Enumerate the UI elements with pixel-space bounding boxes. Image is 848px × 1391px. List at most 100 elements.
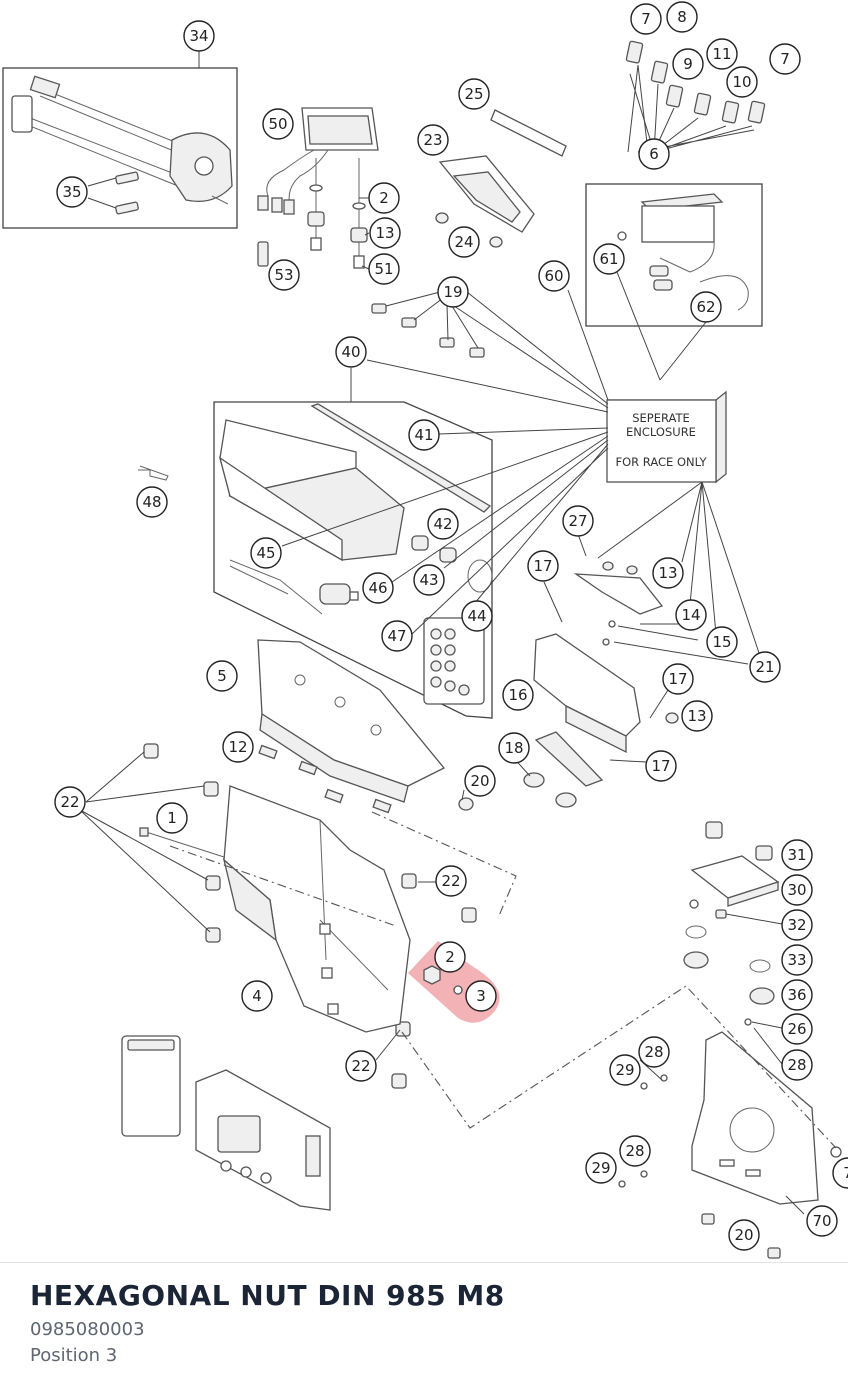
callout-11[interactable]: 11	[706, 38, 738, 70]
callout-5-label: 5	[217, 667, 227, 685]
callout-20-b[interactable]: 20	[728, 1219, 760, 1251]
callout-17-b-label: 17	[668, 670, 687, 688]
callout-51[interactable]: 51	[368, 253, 400, 285]
enclosure-note-line2: ENCLOSURE	[626, 425, 696, 439]
callout-13-c[interactable]: 13	[681, 700, 713, 732]
callout-31-label: 31	[787, 846, 806, 864]
callout-22-b[interactable]: 22	[435, 865, 467, 897]
callout-48[interactable]: 48	[136, 486, 168, 518]
callout-53[interactable]: 53	[268, 259, 300, 291]
callout-7-b[interactable]: 7	[769, 43, 801, 75]
callout-60[interactable]: 60	[538, 260, 570, 292]
callout-7-a[interactable]: 7	[630, 3, 662, 35]
callout-34[interactable]: 34	[183, 20, 215, 52]
callout-30[interactable]: 30	[781, 874, 813, 906]
callout-62[interactable]: 62	[690, 291, 722, 323]
callout-22-c[interactable]: 22	[345, 1050, 377, 1082]
callout-20-b-label: 20	[734, 1226, 753, 1244]
callout-19-label: 19	[443, 283, 462, 301]
callout-28-c[interactable]: 28	[619, 1135, 651, 1167]
callout-2-top[interactable]: 2	[368, 182, 400, 214]
callout-47[interactable]: 47	[381, 620, 413, 652]
callout-45[interactable]: 45	[250, 537, 282, 569]
callout-27-label: 27	[568, 512, 587, 530]
box-61-62	[585, 183, 763, 327]
callout-16[interactable]: 16	[502, 679, 534, 711]
callout-44[interactable]: 44	[461, 600, 493, 632]
callout-20-a[interactable]: 20	[464, 765, 496, 797]
callout-1[interactable]: 1	[156, 802, 188, 834]
callout-27[interactable]: 27	[562, 505, 594, 537]
callout-21[interactable]: 21	[749, 651, 781, 683]
part-23-bracket	[438, 155, 535, 233]
part-22-rubber-mounts	[143, 743, 477, 1089]
callout-5[interactable]: 5	[206, 660, 238, 692]
callout-40[interactable]: 40	[335, 336, 367, 368]
callout-16-label: 16	[508, 686, 527, 704]
callout-53-label: 53	[274, 266, 293, 284]
callout-19[interactable]: 19	[437, 276, 469, 308]
exploded-parts-diagram: SEPERATE ENCLOSURE FOR RACE ONLY	[2, 1, 848, 1259]
callout-7-c[interactable]: 7	[832, 1157, 848, 1189]
callout-22-a[interactable]: 22	[54, 786, 86, 818]
callout-14[interactable]: 14	[675, 599, 707, 631]
callout-17-c[interactable]: 17	[645, 750, 677, 782]
callout-32[interactable]: 32	[781, 909, 813, 941]
callout-1-label: 1	[167, 809, 177, 827]
callout-50[interactable]: 50	[262, 108, 294, 140]
callout-2-highlighted[interactable]: 2	[434, 941, 466, 973]
callout-31[interactable]: 31	[781, 839, 813, 871]
callout-23-label: 23	[423, 131, 442, 149]
callout-9[interactable]: 9	[672, 48, 704, 80]
callout-46[interactable]: 46	[362, 572, 394, 604]
callout-61[interactable]: 61	[593, 243, 625, 275]
callout-51-label: 51	[374, 260, 393, 278]
callout-70[interactable]: 70	[806, 1205, 838, 1237]
callout-25[interactable]: 25	[458, 78, 490, 110]
callout-29-b[interactable]: 29	[585, 1152, 617, 1184]
callout-10[interactable]: 10	[726, 66, 758, 98]
part-12-clips	[258, 744, 392, 814]
part-25-strip	[490, 109, 567, 157]
callout-33[interactable]: 33	[781, 944, 813, 976]
callout-13-top[interactable]: 13	[369, 217, 401, 249]
callout-17-a[interactable]: 17	[527, 550, 559, 582]
callout-43[interactable]: 43	[413, 564, 445, 596]
box-40	[213, 401, 493, 719]
callout-22-c-label: 22	[351, 1057, 370, 1075]
callout-32-label: 32	[787, 916, 806, 934]
part-44-oring	[467, 559, 493, 593]
callout-23[interactable]: 23	[417, 124, 449, 156]
callout-8[interactable]: 8	[666, 1, 698, 33]
callout-3-selected[interactable]: 3	[465, 980, 497, 1012]
callout-26[interactable]: 26	[781, 1013, 813, 1045]
callout-24-label: 24	[454, 233, 473, 251]
part-controller-box	[121, 1035, 331, 1211]
callout-44-label: 44	[467, 607, 486, 625]
assembly-line-1	[169, 811, 837, 1149]
callout-28-b[interactable]: 28	[781, 1049, 813, 1081]
callout-29-a-label: 29	[615, 1061, 634, 1079]
callout-17-b[interactable]: 17	[662, 663, 694, 695]
callout-4[interactable]: 4	[241, 980, 273, 1012]
callout-29-a[interactable]: 29	[609, 1054, 641, 1086]
callout-10-label: 10	[732, 73, 751, 91]
callout-42[interactable]: 42	[427, 508, 459, 540]
callout-41[interactable]: 41	[408, 419, 440, 451]
callout-35[interactable]: 35	[56, 176, 88, 208]
callout-15[interactable]: 15	[706, 626, 738, 658]
callout-24[interactable]: 24	[448, 226, 480, 258]
callout-28-a[interactable]: 28	[638, 1036, 670, 1068]
part-14-plate	[573, 573, 664, 615]
callout-18[interactable]: 18	[498, 732, 530, 764]
part-24-nuts	[435, 212, 503, 248]
callout-12[interactable]: 12	[222, 731, 254, 763]
callout-17-a-label: 17	[533, 557, 552, 575]
callout-28-b-label: 28	[787, 1056, 806, 1074]
callout-13-b[interactable]: 13	[652, 557, 684, 589]
callout-46-label: 46	[368, 579, 387, 597]
part-19-screws	[371, 303, 485, 358]
callout-6[interactable]: 6	[638, 138, 670, 170]
callout-40-label: 40	[341, 343, 360, 361]
callout-36[interactable]: 36	[781, 979, 813, 1011]
